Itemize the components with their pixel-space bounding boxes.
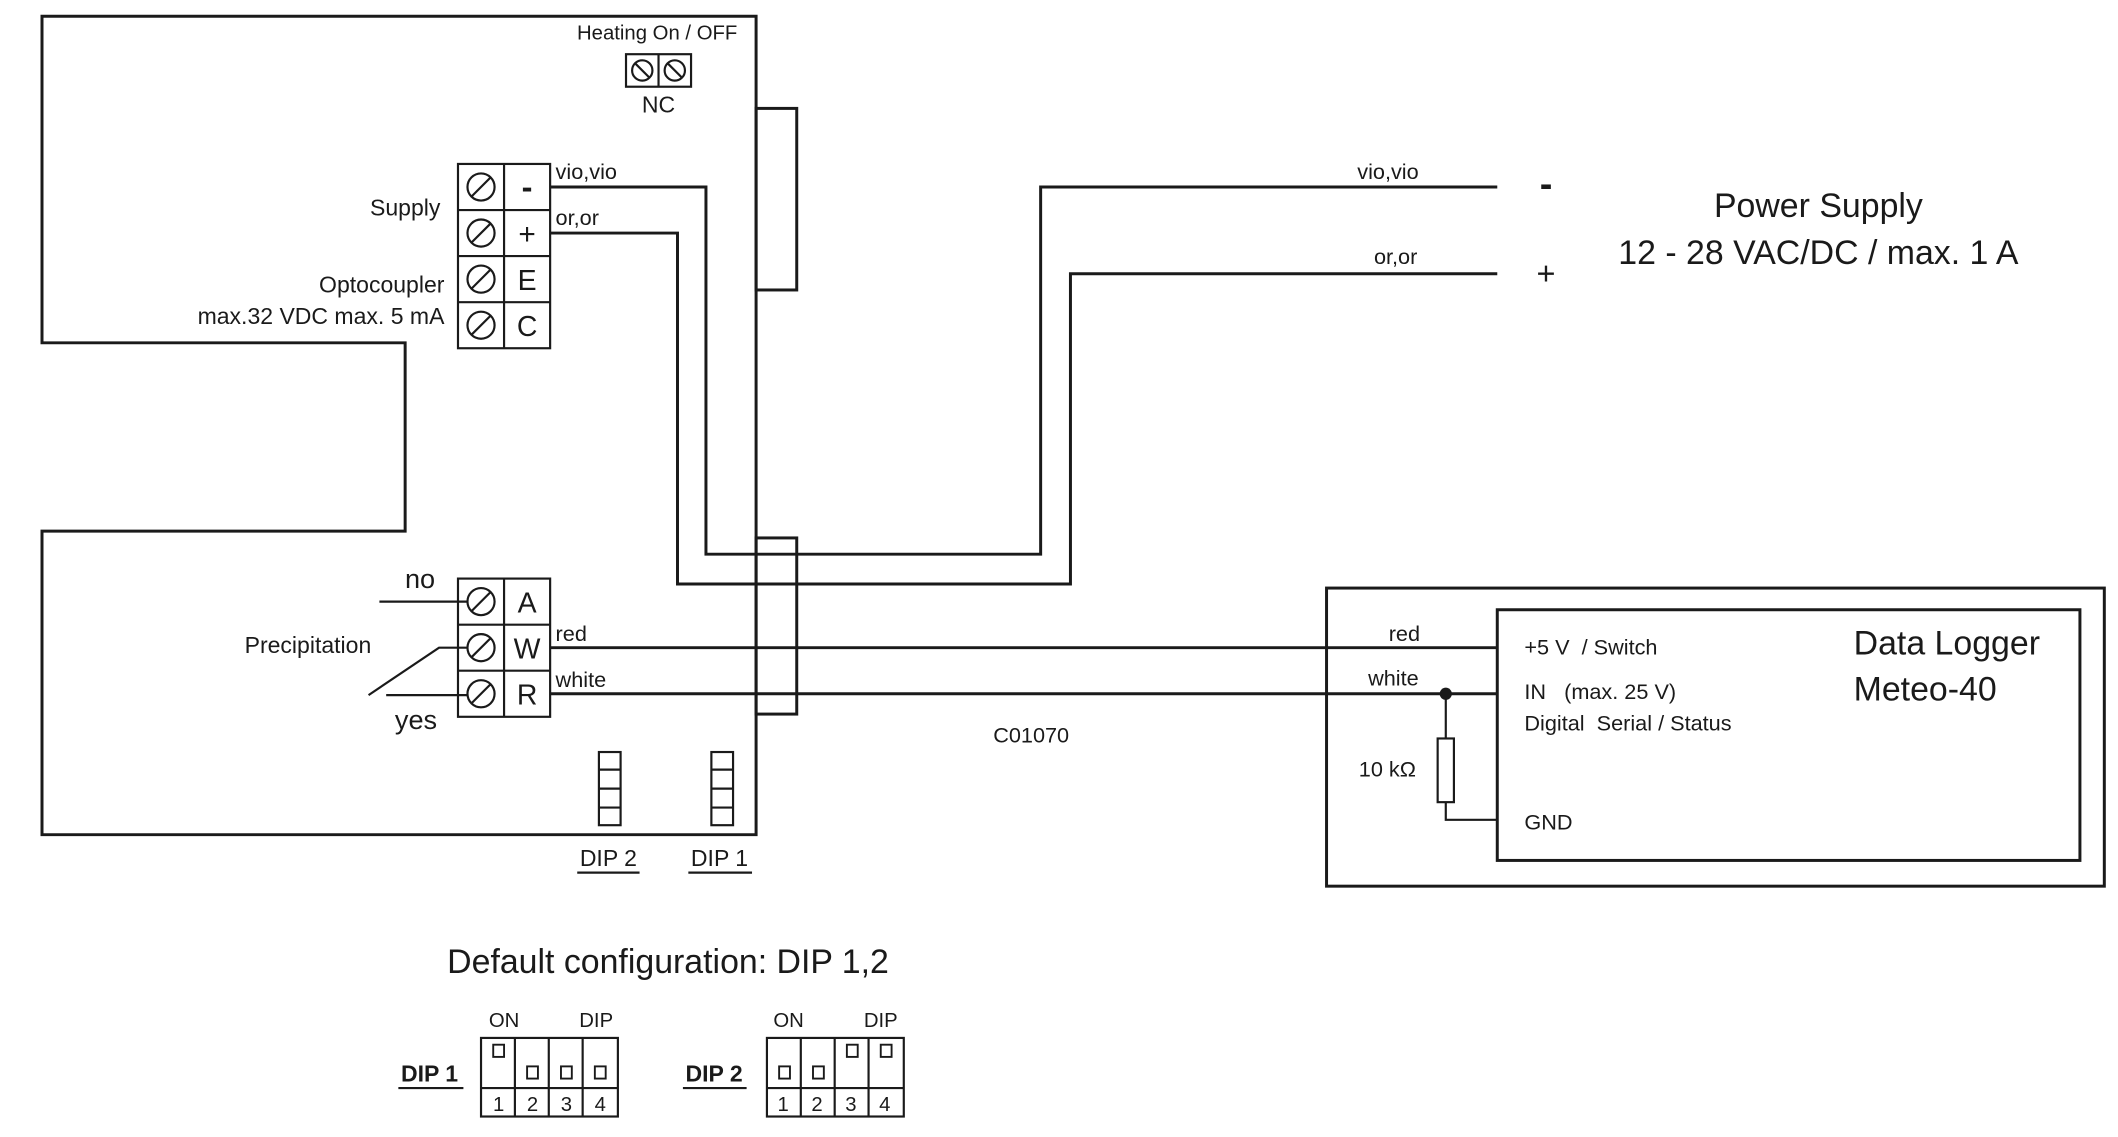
cable-code-label: C01070 [993,723,1069,748]
dip2-dip-label: DIP [864,1010,898,1032]
dip1-number-1: 1 [493,1094,504,1116]
dip2-label: DIP 2 [580,845,637,871]
dip2-config: DIP 2 ON DIP 1 2 3 4 [682,1010,905,1118]
dip2-number-1: 1 [778,1094,789,1116]
terminal-minus: - [522,169,533,205]
precip-yes-label: yes [395,704,437,735]
resistor-leads [1444,693,1498,821]
supply-label: Supply [370,194,441,220]
power-supply-title: Power Supply [1714,187,1923,225]
supply-terminal-block [456,162,552,350]
precipitation-switch-contact [367,600,468,697]
terminal-c: C [517,311,538,343]
wire-vio [550,185,1498,556]
dip2-on-label: ON [773,1010,803,1032]
dip1-switch-1-on [492,1043,506,1058]
dip1-on-label: ON [489,1010,519,1032]
wire-white-right-label: white [1367,666,1419,691]
data-logger-inner-box [1495,608,2082,862]
terminal-plus: + [518,218,535,251]
terminal-w: W [514,634,541,666]
wire-red-left-label: red [556,621,587,646]
terminal-r: R [517,680,538,712]
dip1-switch-2-off [526,1065,539,1080]
dip1-switch-4-off [593,1065,607,1080]
dip1-number-3: 3 [561,1094,572,1116]
dip1-number-4: 4 [595,1094,606,1116]
dip1-number-2: 2 [527,1094,538,1116]
resistor-10k [1436,737,1455,804]
logger-pin-digital: Digital Serial / Status [1524,710,1731,735]
dip2-switch-2-off [812,1065,825,1080]
logger-pin-in: IN (max. 25 V) [1524,679,1676,704]
dip2-number-3: 3 [845,1094,856,1116]
heating-label: Heating On / OFF [577,22,737,44]
dip2-switch-4-on [879,1043,893,1058]
power-supply-spec: 12 - 28 VAC/DC / max. 1 A [1618,234,2019,272]
dip1-config-name: DIP 1 [401,1060,458,1086]
terminal-a: A [518,587,537,619]
dip1-switch-body [479,1036,619,1118]
wire-red-right-label: red [1389,621,1420,646]
resistor-label: 10 kΩ [1359,756,1416,781]
optocoupler-spec: max.32 VDC max. 5 mA [198,303,445,329]
precipitation-label: Precipitation [245,632,372,658]
precipitation-terminal-block [456,577,552,718]
dip1-dip-label: DIP [579,1010,613,1032]
dip2-switch-pack [597,750,622,827]
dip1-switch-pack [710,750,735,827]
power-supply-plus: + [1537,256,1556,292]
dip1-label: DIP 1 [691,845,748,871]
heating-terminal [624,53,693,88]
upper-cable-gland [754,106,799,292]
logger-pin-5v: +5 V / Switch [1524,634,1657,659]
wire-white-left-label: white [555,667,607,692]
dip1-switch-3-off [560,1065,573,1080]
dip1-config: DIP 1 ON DIP 1 2 3 4 [398,1010,619,1118]
logger-pin-gnd: GND [1524,809,1572,834]
wire-or-right-label: or,or [1374,244,1417,269]
terminal-e: E [518,265,537,297]
dip2-switch-body [765,1036,905,1118]
wire-or [550,231,1498,586]
dip2-number-4: 4 [879,1094,890,1116]
dip1-switch-knobs [492,1043,607,1080]
precip-no-label: no [405,563,435,594]
optocoupler-label: Optocoupler [319,272,445,298]
data-logger-outer-box [1325,586,2106,888]
dip2-switch-3-on [845,1043,859,1058]
dip2-number-2: 2 [811,1094,822,1116]
data-logger-title: Data Logger [1854,624,2040,662]
lower-cable-gland [754,536,799,716]
wire-or-left-label: or,or [556,205,599,230]
default-config-title: Default configuration: DIP 1,2 [447,943,889,981]
heating-nc-label: NC [642,91,675,117]
dip2-config-name: DIP 2 [686,1060,743,1086]
wire-vio-right-label: vio,vio [1357,159,1418,184]
power-supply-minus: - [1540,163,1553,205]
wire-vio-left-label: vio,vio [556,159,617,184]
dip2-switch-1-off [778,1065,791,1080]
dip2-switch-knobs [778,1043,893,1080]
data-logger-model: Meteo-40 [1854,671,1997,709]
